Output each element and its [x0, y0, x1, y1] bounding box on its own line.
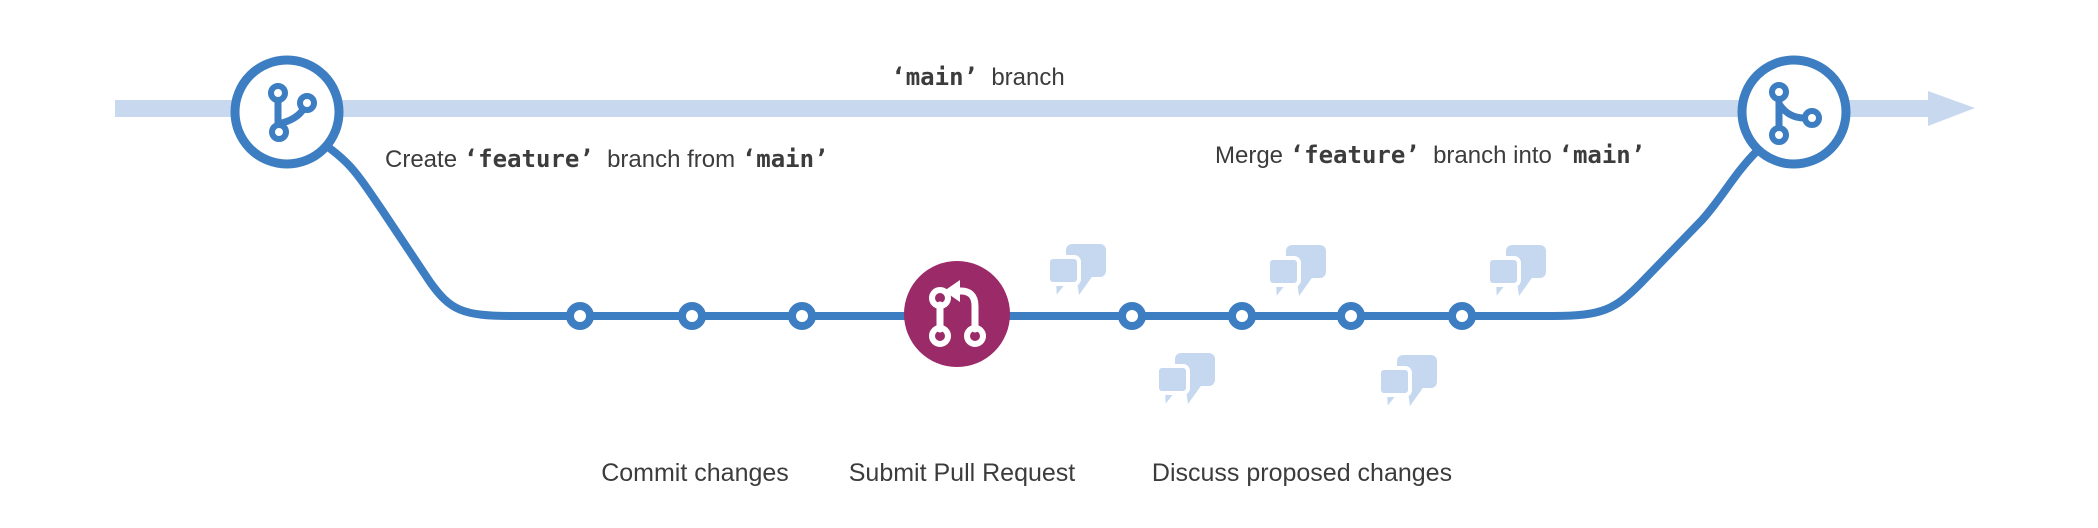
merge-prefix: Merge	[1215, 142, 1290, 169]
pull-request-caption: Submit Pull Request	[849, 459, 1076, 487]
discuss-caption: Discuss proposed changes	[1152, 459, 1452, 487]
commit-caption: Commit changes	[601, 459, 789, 487]
merge-branch-label: Merge ‘feature’ branch into ‘main’	[1215, 141, 1645, 169]
speech-bubbles-icon	[1155, 351, 1217, 411]
arrowhead-icon	[1928, 91, 1975, 126]
commit-node	[1337, 302, 1365, 330]
commit-node	[1228, 302, 1256, 330]
pull-request-circle	[904, 261, 1010, 367]
speech-bubbles-icon	[1377, 353, 1439, 413]
discussion-bubbles	[1046, 242, 1548, 413]
branch-node-circle	[230, 55, 344, 169]
main-branch-rest: branch	[978, 64, 1065, 91]
git-branch-icon	[268, 83, 317, 142]
main-branch-label: ‘main’ branch	[891, 63, 1064, 91]
create-middle: branch from	[594, 146, 742, 173]
create-prefix: Create	[385, 146, 464, 173]
speech-bubbles-icon	[1486, 243, 1548, 303]
merge-middle: branch into	[1420, 142, 1559, 169]
merge-point-node	[1737, 55, 1851, 169]
commit-node	[788, 302, 816, 330]
commit-node	[1118, 302, 1146, 330]
git-pull-request-icon	[929, 280, 986, 347]
commit-node	[1448, 302, 1476, 330]
branch-point-node	[230, 55, 344, 169]
speech-bubbles-icon	[1046, 242, 1108, 302]
feature-branch-line	[317, 138, 1761, 320]
commit-node	[678, 302, 706, 330]
speech-bubbles-icon	[1266, 243, 1328, 303]
main-branch-line	[115, 100, 1931, 117]
merge-code-feature: ‘feature’	[1290, 141, 1420, 169]
commit-node	[566, 302, 594, 330]
create-branch-label: Create ‘feature’ branch from ‘main’	[385, 145, 829, 173]
merge-code-main: ‘main’	[1559, 141, 1646, 169]
create-code-feature: ‘feature’	[464, 145, 594, 173]
git-merge-icon	[1769, 82, 1822, 145]
main-branch-code: ‘main’	[891, 63, 978, 91]
merge-node-circle	[1737, 55, 1851, 169]
create-code-main: ‘main’	[742, 145, 829, 173]
commit-nodes	[566, 302, 1476, 330]
pull-request-node	[904, 261, 1010, 367]
